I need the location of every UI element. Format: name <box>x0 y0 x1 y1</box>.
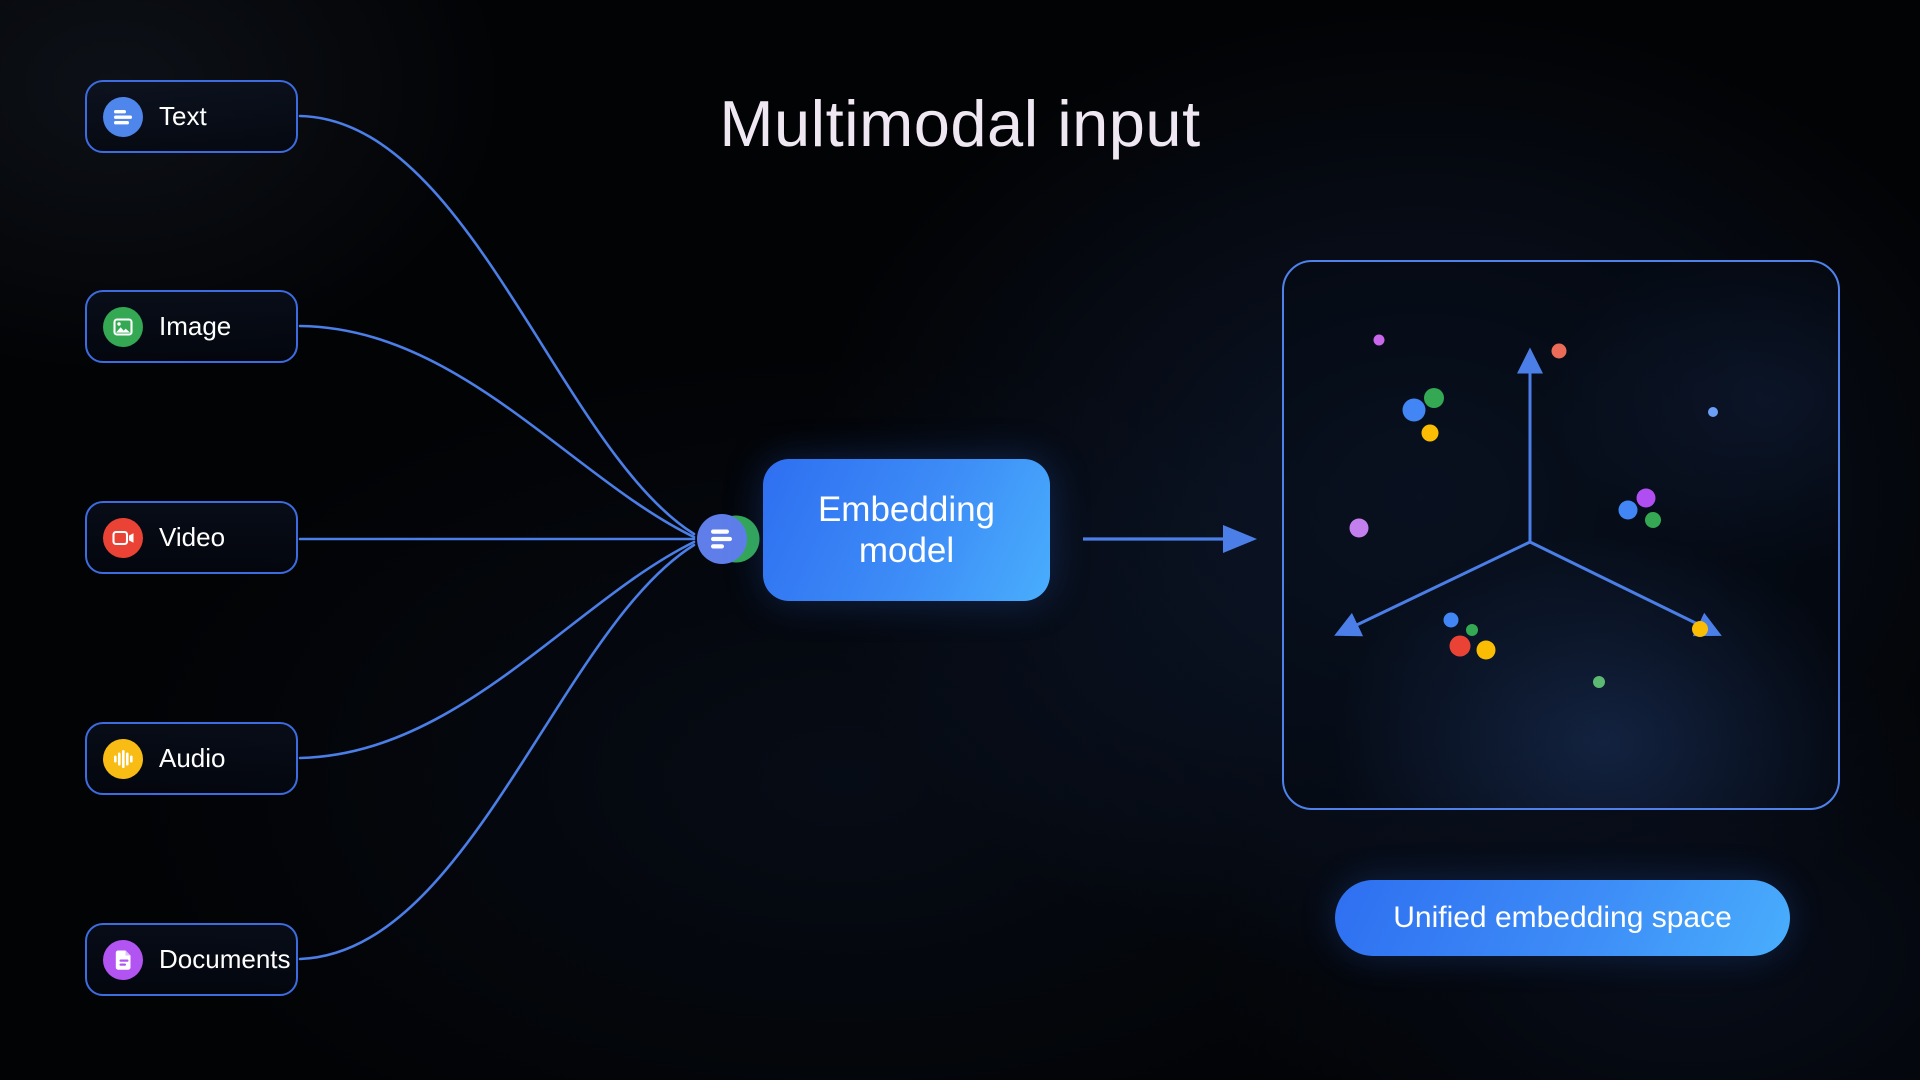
embedding-model-label: Embedding model <box>817 489 996 570</box>
embedding-point <box>1476 640 1496 660</box>
embedding-point <box>1593 676 1605 688</box>
embedding-point <box>1449 635 1471 657</box>
embedding-point <box>1645 512 1661 528</box>
image-icon <box>103 306 143 347</box>
embedding-point <box>1692 621 1708 637</box>
page-title: Multimodal input <box>719 87 1201 160</box>
input-pill-audio: Audio <box>85 722 298 795</box>
embedding-point <box>1373 334 1385 346</box>
connector-audio <box>298 540 696 760</box>
merge-token-icon <box>697 514 760 564</box>
embedding-point <box>1424 388 1444 408</box>
text-lines-icon <box>103 96 143 137</box>
input-label-audio: Audio <box>159 743 226 773</box>
input-pill-text: Text <box>85 80 298 153</box>
embedding-point <box>1466 624 1478 636</box>
input-pill-documents: Documents <box>85 923 298 996</box>
embedding-points <box>1349 334 1718 688</box>
input-pill-video: Video <box>85 501 298 574</box>
connector-documents <box>298 543 696 961</box>
embedding-point <box>1443 612 1459 628</box>
connector-image <box>298 324 696 539</box>
input-label-documents: Documents <box>159 944 291 974</box>
embedding-point <box>1402 398 1426 422</box>
axes <box>1334 347 1722 637</box>
embedding-model-box: Embedding model <box>763 459 1050 601</box>
embedding-point <box>1708 407 1718 417</box>
document-icon <box>103 939 143 980</box>
embedding-point <box>1349 518 1369 538</box>
video-camera-icon <box>103 517 143 558</box>
input-label-image: Image <box>159 311 232 341</box>
input-label-text: Text <box>159 101 207 131</box>
output-arrow <box>1083 525 1257 553</box>
connector-text <box>298 114 696 536</box>
embedding-space-plot <box>1334 334 1722 688</box>
audio-waveform-icon <box>103 738 143 779</box>
unified-space-caption-label: Unified embedding space <box>1393 901 1732 934</box>
embedding-point <box>1421 424 1439 442</box>
embedding-point <box>1636 488 1656 508</box>
embedding-point <box>1618 500 1638 520</box>
embedding-space-box <box>1282 260 1840 810</box>
input-label-video: Video <box>159 522 226 552</box>
input-pill-image: Image <box>85 290 298 363</box>
unified-space-caption: Unified embedding space <box>1335 880 1790 956</box>
embedding-point <box>1551 343 1567 359</box>
